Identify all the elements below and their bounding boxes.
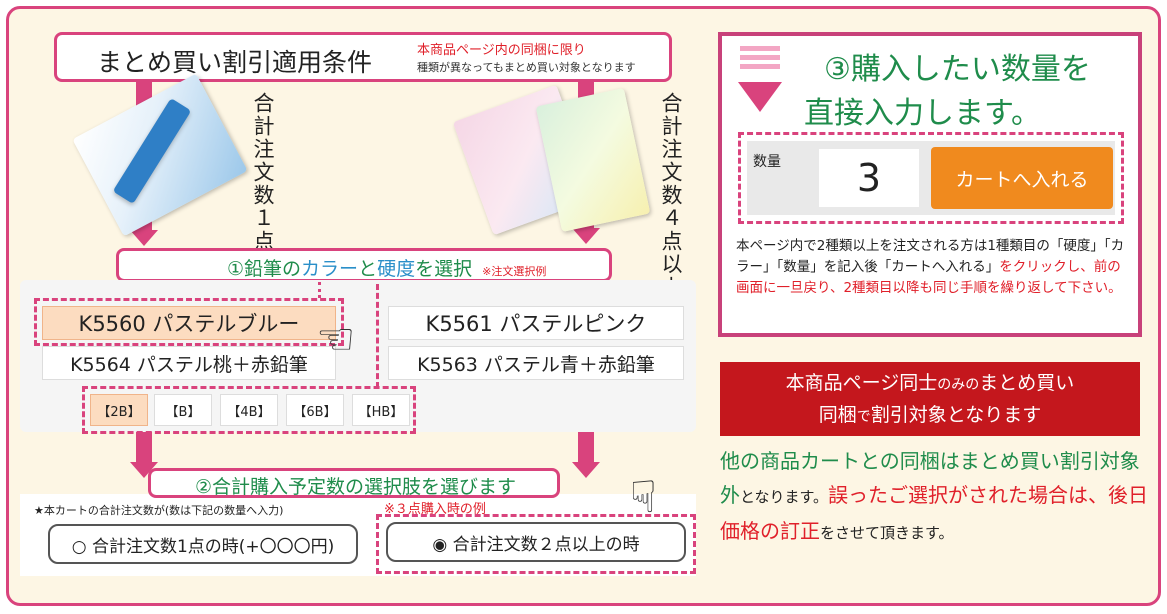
arrow-down-icon	[130, 230, 158, 246]
same-page-bundle-banner: 本商品ページ同士のみのまとめ買い 同梱で割引対象となります	[720, 362, 1140, 436]
selected-option-highlight	[34, 298, 344, 346]
banner-text: 割引対象となります	[870, 404, 1042, 426]
step1-prefix: ①鉛筆の	[227, 258, 302, 280]
discount-conditions-box: まとめ買い割引適用条件 本商品ページ内の同梱に限り 種類が異なってもまとめ買い対…	[54, 32, 672, 82]
step1-mid: と	[358, 258, 378, 280]
choice-single-item[interactable]: ○ 合計注文数1点の時(+〇〇〇円)	[48, 524, 358, 564]
flow-line-left-lower	[136, 432, 152, 464]
option-k5564[interactable]: K5564 パステル桃＋赤鉛筆	[42, 346, 336, 380]
multi-type-instructions: 本ページ内で2種類以上を注文される方は1種類目の「硬度」「カラー」「数量」を記入…	[736, 236, 1132, 299]
step1-color-word: カラー	[301, 258, 359, 280]
flow-line-right-lower	[578, 432, 594, 464]
hardness-2b[interactable]: 【2B】	[90, 394, 148, 426]
instructions-text: 本ページ内で2種類以上を注文される方は1種類目の「硬度」「カラー」「数量」を記入…	[736, 238, 1125, 275]
total-order-four-plus-label: 合計注文数４点以上	[659, 92, 683, 299]
instructions-text-red: をクリックし、前の画面に一旦戻り、2種類目以降も同じ手順を繰り返して下さい。	[736, 259, 1122, 296]
step1-example-note: ※注文選択例	[482, 265, 547, 278]
dotted-connector	[318, 282, 321, 298]
hardness-4b[interactable]: 【4B】	[220, 394, 278, 426]
dashed-divider	[376, 284, 379, 388]
total-order-one-label: 合計注文数１点	[251, 92, 275, 253]
step3-title-line1: ③購入したい数量を	[824, 52, 1091, 87]
step2-box: ②合計購入予定数の選択肢を選びます	[148, 468, 560, 498]
three-item-example-note: ※３点購入時の例	[384, 502, 486, 517]
hardness-b[interactable]: 【B】	[154, 394, 212, 426]
conditions-note-red: 本商品ページ内の同梱に限り	[417, 43, 586, 58]
step1-hardness-word: 硬度	[377, 258, 416, 280]
quantity-row: 数量 3 カートへ入れる	[747, 141, 1115, 215]
arrow-down-icon	[738, 82, 782, 112]
choice-highlight	[376, 514, 696, 574]
total-order-note: ★本カートの合計注文数が(数は下記の数量へ入力)	[34, 504, 284, 517]
banner-text: まとめ買い	[979, 372, 1075, 394]
step3-panel: ③購入したい数量を 直接入力します。 数量 3 カートへ入れる 本ページ内で2種…	[718, 32, 1142, 337]
step3-title-line2: 直接入力します。	[804, 96, 1041, 131]
banner-text: 本商品ページ同士	[785, 372, 938, 394]
banner-text-small: のみの	[937, 377, 980, 393]
step1-box: ①鉛筆のカラーと硬度を選択 ※注文選択例	[116, 248, 612, 282]
option-k5561[interactable]: K5561 パステルピンク	[388, 306, 684, 340]
quantity-choice-panel: ★本カートの合計注文数が(数は下記の数量へ入力) ※３点購入時の例 ○ 合計注文…	[20, 472, 696, 576]
quantity-label: 数量	[753, 154, 781, 170]
add-to-cart-button[interactable]: カートへ入れる	[931, 147, 1113, 209]
price-correction-suffix: をさせて頂きます。	[820, 524, 954, 542]
hardness-6b[interactable]: 【6B】	[286, 394, 344, 426]
exclusion-notice: 他の商品カートとの同梱はまとめ買い割引対象外となります。誤ったご選択がされた場合…	[720, 444, 1150, 550]
arrow-down-icon	[572, 462, 600, 478]
option-k5563[interactable]: K5563 パステル青＋赤鉛筆	[388, 346, 684, 380]
option-k5560[interactable]: K5560 パステルブルー	[42, 306, 336, 340]
quantity-input-highlight: 数量 3 カートへ入れる	[738, 132, 1124, 224]
choice-two-plus-items[interactable]: ◉ 合計注文数２点以上の時	[386, 522, 686, 562]
stripes-decoration	[740, 46, 780, 73]
pointing-hand-icon: ☜	[316, 314, 356, 365]
arrow-down-icon	[572, 228, 600, 244]
exclusion-text-black: となります。	[740, 488, 829, 506]
price-correction-text: 誤ったご選択がされた場合は、後日価格の訂正	[720, 483, 1149, 543]
step1-title: ①鉛筆のカラーと硬度を選択 ※注文選択例	[227, 254, 546, 281]
step2-title: ②合計購入予定数の選択肢を選びます	[195, 476, 517, 498]
conditions-title: まとめ買い割引適用条件	[97, 48, 373, 77]
banner-text: 同梱	[818, 404, 857, 426]
hardness-highlight	[82, 386, 416, 434]
exclusion-text: 他の商品カートとの同梱はまとめ買い割引対象外	[720, 449, 1140, 507]
quantity-input[interactable]: 3	[819, 149, 919, 207]
hardness-hb[interactable]: 【HB】	[352, 394, 410, 426]
step1-suffix: を選択	[415, 258, 473, 280]
pointing-hand-icon: ☟	[630, 472, 657, 523]
conditions-note: 種類が異なってもまとめ買い対象となります	[417, 61, 636, 74]
banner-text-small: で	[856, 409, 871, 425]
